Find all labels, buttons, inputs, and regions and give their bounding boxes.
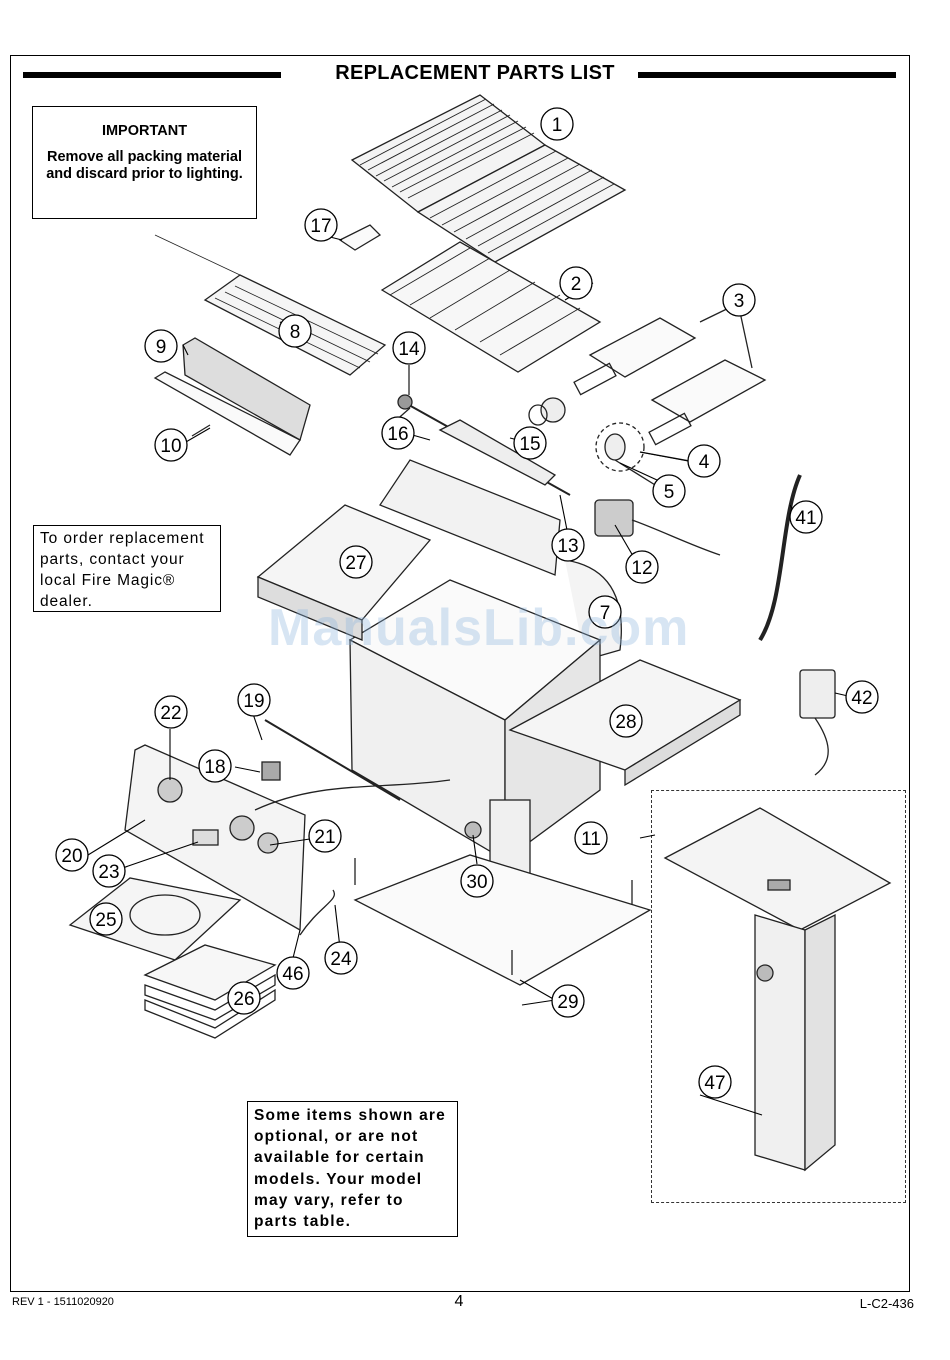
footer-doc-code: L-C2-436 [859, 1296, 914, 1311]
callout-4: 4 [699, 452, 710, 473]
callout-15: 15 [519, 434, 540, 455]
callout-1: 1 [552, 115, 563, 136]
callout-14: 14 [398, 339, 420, 360]
callout-12: 12 [631, 558, 652, 579]
callout-21: 21 [314, 827, 335, 848]
callout-18: 18 [204, 757, 225, 778]
callout-22: 22 [160, 703, 181, 724]
callout-24: 24 [330, 949, 352, 970]
order-note-box: To order replacement parts, contact your… [33, 525, 221, 612]
callout-30: 30 [466, 872, 487, 893]
title-rule-left [23, 72, 281, 78]
callout-13: 13 [557, 536, 578, 557]
callout-19: 19 [243, 691, 264, 712]
optional-pedestal-dashed-box [651, 790, 906, 1203]
callout-3: 3 [734, 291, 745, 312]
callout-16: 16 [387, 424, 408, 445]
important-body: Remove all packing material and discard … [46, 149, 243, 182]
important-box: IMPORTANT Remove all packing material an… [32, 106, 257, 219]
callout-28: 28 [615, 712, 636, 733]
pedestal-base [353, 799, 652, 986]
watermark: ManualsLib.com [268, 599, 690, 657]
electrical-parts [758, 474, 836, 776]
title-rule-right [638, 72, 896, 78]
optional-items-note: Some items shown are optional, or are no… [247, 1101, 458, 1237]
back-burner [153, 337, 311, 456]
callout-23: 23 [98, 862, 119, 883]
venturi-parts [528, 397, 691, 489]
callout-17: 17 [310, 216, 331, 237]
callout-circles [55, 107, 879, 1099]
callout-46: 46 [282, 964, 303, 985]
callout-8: 8 [290, 322, 301, 343]
callout-2: 2 [571, 274, 582, 295]
callout-labels: 1 2 3 4 5 7 8 9 10 11 12 13 14 15 16 17 … [61, 115, 872, 1094]
cooking-grids [350, 94, 627, 263]
callout-20: 20 [61, 846, 82, 867]
footer-revision: REV 1 - 1511020920 [12, 1296, 114, 1308]
callout-41: 41 [795, 508, 816, 529]
callout-5: 5 [664, 482, 675, 503]
rotisserie [384, 394, 721, 556]
important-heading: IMPORTANT [101, 123, 188, 139]
optional-pedestal [663, 807, 892, 1172]
callout-9: 9 [156, 337, 167, 358]
control-panel [124, 744, 306, 932]
callout-42: 42 [851, 688, 872, 709]
manifold [254, 719, 451, 811]
callout-27: 27 [345, 553, 366, 574]
bracket [338, 224, 382, 251]
grill-head [348, 459, 622, 862]
callout-29: 29 [557, 992, 578, 1013]
callout-47: 47 [704, 1073, 725, 1094]
callout-10: 10 [160, 436, 181, 457]
callout-11: 11 [581, 829, 601, 850]
callout-26: 26 [233, 989, 254, 1010]
page-title: REPLACEMENT PARTS LIST [335, 62, 615, 84]
callout-7: 7 [600, 603, 611, 624]
flame-tamers [380, 241, 602, 373]
gas-hose [299, 889, 336, 936]
callout-25: 25 [95, 910, 116, 931]
page-frame [10, 55, 910, 1292]
burners [573, 304, 767, 446]
page-number: 4 [454, 1293, 464, 1310]
drip-trays [68, 877, 277, 1039]
